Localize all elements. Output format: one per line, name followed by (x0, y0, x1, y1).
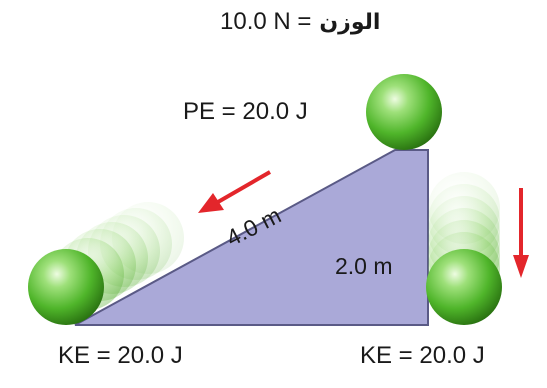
left-ball (28, 249, 104, 325)
kinetic-energy-left-label: KE = 20.0 J (58, 342, 183, 369)
kinetic-energy-right-label: KE = 20.0 J (360, 342, 485, 369)
weight-label-arabic: الوزن (319, 10, 381, 35)
arrow-down-icon (513, 188, 529, 278)
right-ball (426, 249, 502, 325)
weight-label: 10.0 N = الوزن (220, 8, 380, 36)
top-ball (366, 74, 442, 150)
weight-value: 10.0 N = (220, 8, 312, 35)
arrow-down-left-icon (198, 170, 271, 213)
ramp-height-label: 2.0 m (335, 253, 393, 279)
potential-energy-label: PE = 20.0 J (183, 98, 308, 125)
ramp-triangle (74, 149, 429, 326)
